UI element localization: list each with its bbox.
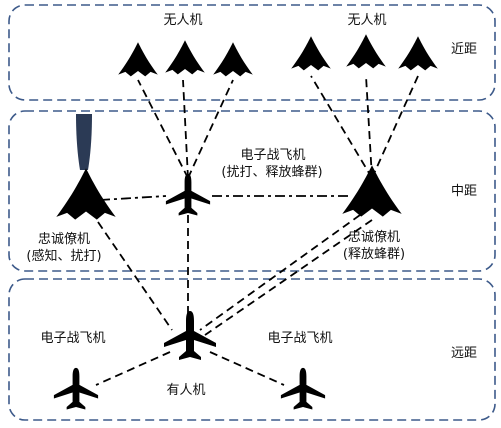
link-ew-uav3 (187, 79, 234, 179)
manned-aircraft-icon (164, 311, 216, 360)
link-wr-manned2 (204, 219, 373, 336)
ew-mid-label-2: (扰打、释放蜂群) (221, 165, 323, 180)
wingman-left-label-1: 忠诚僚机 (37, 232, 91, 247)
zone-mid-box (8, 110, 496, 272)
uav-icon (291, 36, 331, 71)
link-ew-uav2 (182, 79, 189, 179)
uav-left-label: 无人机 (163, 13, 203, 28)
link-manned-ewl (95, 351, 171, 386)
uav-icon (165, 40, 205, 75)
zone-near-label: 近距 (451, 42, 478, 57)
ew-far-left-label: 电子战飞机 (40, 331, 106, 346)
link-lines (95, 75, 419, 386)
link-wr-uav5 (365, 75, 373, 179)
wingman-left-label-2: (感知、扰打) (26, 249, 102, 264)
uav-icon (213, 42, 253, 77)
link-manned-ewr (209, 351, 285, 386)
link-wr-manned (199, 214, 361, 331)
wingman-right-icon (342, 165, 402, 217)
link-ew-uav1 (137, 79, 189, 179)
wingman-left-icon (56, 168, 116, 220)
ew-far-right-label: 电子战飞机 (267, 331, 333, 346)
link-wr-uav4 (310, 75, 373, 179)
link-wl-ew (99, 195, 167, 201)
zone-far-box (8, 278, 496, 421)
uav-right-label: 无人机 (347, 13, 387, 28)
ew-aircraft-mid-icon (165, 173, 211, 216)
uav-icon (118, 42, 158, 77)
uav-icon (398, 36, 438, 71)
ew-aircraft-far-right-icon (280, 367, 326, 410)
sensor-beam (76, 114, 92, 170)
wingman-right-label-1: 忠诚僚机 (347, 230, 401, 245)
uav-icon (346, 34, 386, 69)
ew-mid-label-1: 电子战飞机 (240, 148, 306, 163)
zone-near-box (8, 4, 496, 101)
ew-aircraft-far-left-icon (53, 367, 99, 410)
link-wl-manned (97, 221, 173, 331)
manned-aircraft-label: 有人机 (166, 383, 206, 398)
link-wr-uav6 (371, 75, 419, 179)
zone-mid-label: 中距 (451, 184, 478, 199)
zone-far-label: 远距 (451, 346, 478, 361)
wingman-right-label-2: (释放蜂群) (342, 247, 406, 262)
